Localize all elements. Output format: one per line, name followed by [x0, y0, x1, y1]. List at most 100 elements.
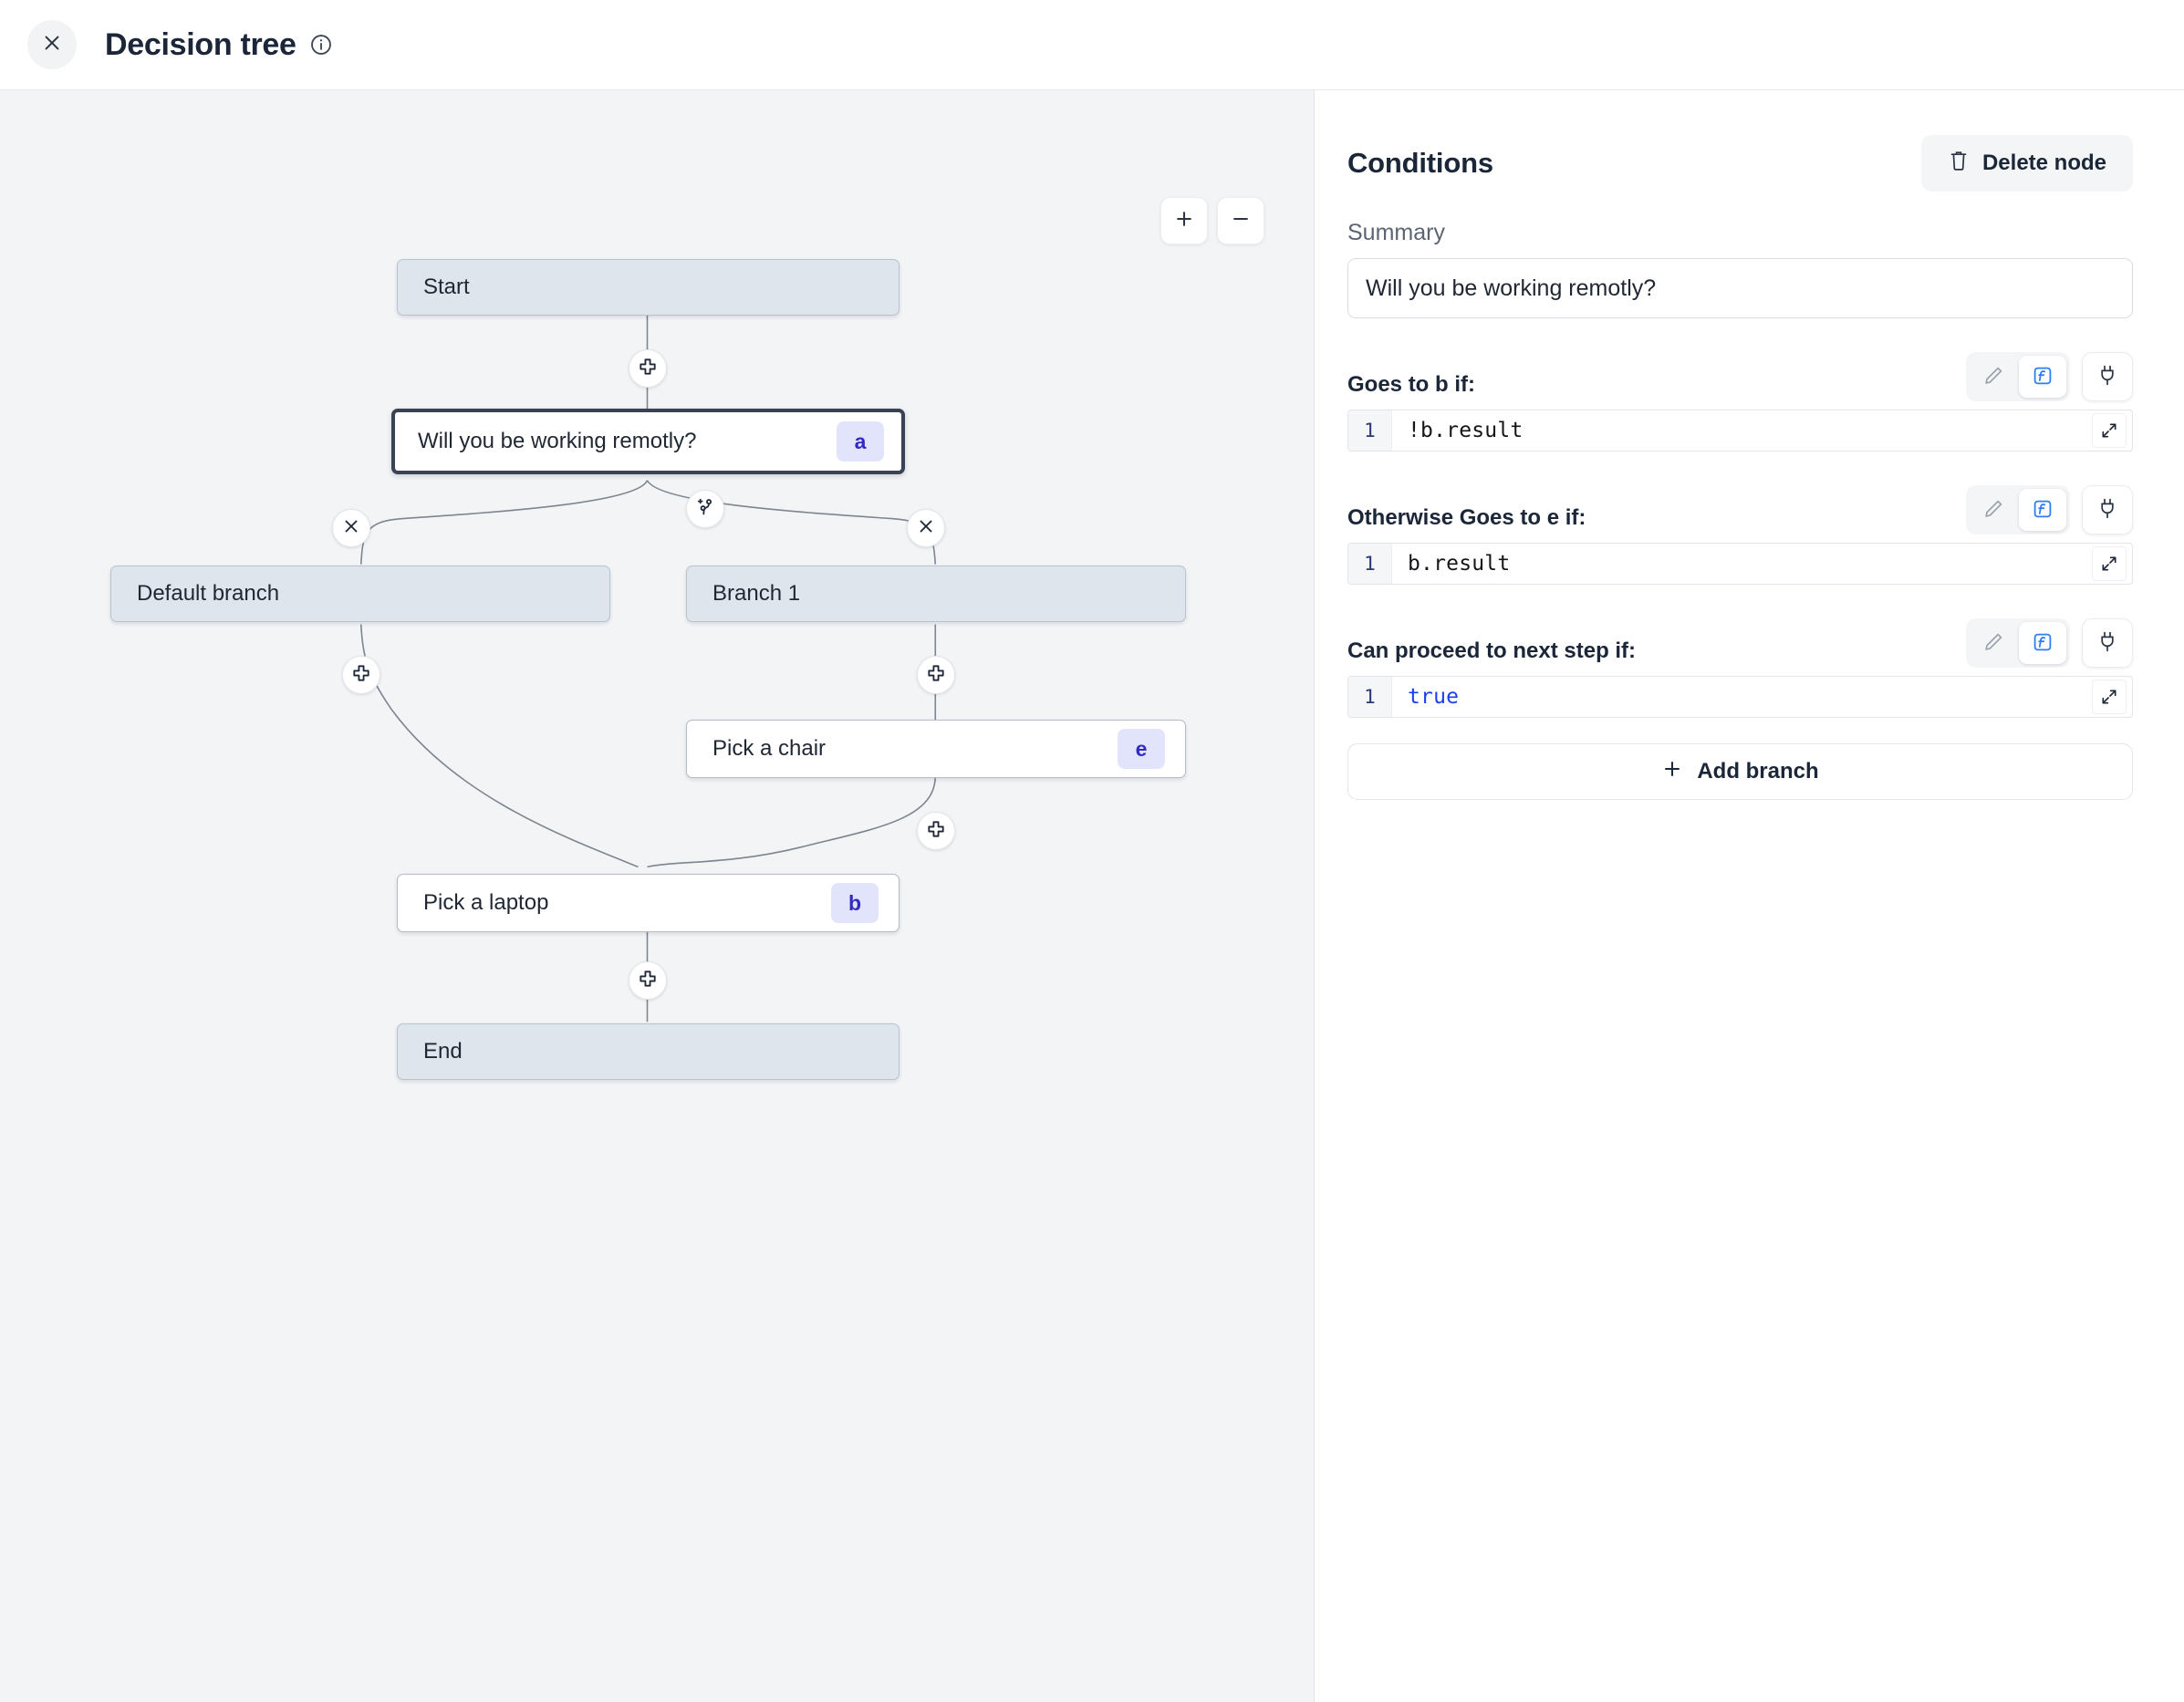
- code-editor[interactable]: 1 true: [1347, 676, 2133, 718]
- delete-node-button[interactable]: Delete node: [1920, 135, 2133, 192]
- decision-tree-graph: Start Will you be working remotly? a: [0, 90, 1314, 1702]
- line-number: 1: [1348, 677, 1392, 717]
- function-icon: [2032, 498, 2054, 523]
- close-icon: [916, 516, 936, 541]
- text-mode-button[interactable]: [1970, 489, 2017, 531]
- zoom-in-button[interactable]: [1160, 197, 1208, 244]
- plus-node-icon: [638, 969, 658, 993]
- add-node-handle-default[interactable]: [342, 656, 380, 694]
- add-node-handle-laptop[interactable]: [629, 961, 667, 1000]
- add-node-handle-branch1[interactable]: [917, 656, 955, 694]
- function-icon: [2032, 631, 2054, 656]
- node-label: Start: [423, 275, 470, 299]
- text-mode-button[interactable]: [1970, 622, 2017, 664]
- panel-header: Conditions Delete node: [1347, 135, 2133, 192]
- function-mode-button[interactable]: [2019, 489, 2066, 531]
- zoom-out-button[interactable]: [1217, 197, 1264, 244]
- trash-icon: [1948, 149, 1970, 179]
- node-label: Pick a laptop: [423, 890, 549, 915]
- minus-icon: [1231, 209, 1251, 234]
- plug-icon: [2096, 364, 2118, 390]
- code-value[interactable]: true: [1408, 685, 1460, 709]
- pencil-icon: [1982, 498, 2004, 523]
- node-badge: a: [837, 421, 884, 462]
- add-node-handle-chair[interactable]: [917, 812, 955, 850]
- editor-mode-toggle: [1966, 485, 2070, 534]
- page-title: Decision tree: [105, 26, 296, 62]
- delete-branch-handle-left[interactable]: [332, 509, 370, 547]
- node-badge: b: [831, 883, 879, 923]
- expand-editor-button[interactable]: [2092, 680, 2127, 714]
- add-branch-handle[interactable]: [686, 490, 724, 528]
- condition-label: Goes to b if:: [1347, 372, 1475, 397]
- node-pick-a-chair[interactable]: Pick a chair e: [686, 720, 1186, 778]
- node-label: Will you be working remotly?: [418, 429, 697, 453]
- code-value[interactable]: b.result: [1408, 552, 1511, 576]
- add-branch-label: Add branch: [1697, 759, 1819, 784]
- condition-block-0: Goes to b if:: [1347, 352, 2133, 451]
- node-start[interactable]: Start: [397, 259, 900, 316]
- condition-label: Otherwise Goes to e if:: [1347, 505, 1586, 530]
- info-icon[interactable]: [309, 33, 333, 57]
- summary-label: Summary: [1347, 220, 1445, 245]
- plus-node-icon: [926, 819, 946, 844]
- plus-node-icon: [638, 357, 658, 381]
- node-label: End: [423, 1039, 463, 1064]
- text-mode-button[interactable]: [1970, 356, 2017, 398]
- node-badge: e: [1118, 729, 1165, 769]
- editor-mode-toggle: [1966, 618, 2070, 668]
- add-branch-button[interactable]: Add branch: [1347, 743, 2133, 800]
- plus-icon: [1174, 209, 1194, 234]
- line-number: 1: [1348, 410, 1392, 451]
- add-node-handle-start[interactable]: [629, 349, 667, 388]
- connect-button[interactable]: [2082, 352, 2133, 401]
- code-editor[interactable]: 1 !b.result: [1347, 410, 2133, 451]
- node-default-branch[interactable]: Default branch: [110, 566, 610, 622]
- code-editor[interactable]: 1 b.result: [1347, 543, 2133, 585]
- condition-header: Can proceed to next step if:: [1347, 618, 2133, 668]
- close-icon: [42, 33, 62, 57]
- main-body: Start Will you be working remotly? a: [0, 90, 2184, 1702]
- connect-button[interactable]: [2082, 485, 2133, 534]
- node-label: Branch 1: [712, 581, 801, 606]
- expand-editor-button[interactable]: [2092, 413, 2127, 448]
- condition-tools: [1966, 618, 2133, 668]
- function-mode-button[interactable]: [2019, 622, 2066, 664]
- plug-icon: [2096, 497, 2118, 524]
- node-label: Pick a chair: [712, 736, 827, 761]
- conditions-panel: Conditions Delete node Summary Goes to b…: [1315, 90, 2184, 1702]
- pencil-icon: [1982, 631, 2004, 656]
- node-pick-a-laptop[interactable]: Pick a laptop b: [397, 874, 900, 932]
- expand-editor-button[interactable]: [2092, 546, 2127, 581]
- condition-tools: [1966, 352, 2133, 401]
- condition-header: Goes to b if:: [1347, 352, 2133, 401]
- delete-branch-handle-right[interactable]: [907, 509, 945, 547]
- function-mode-button[interactable]: [2019, 356, 2066, 398]
- node-question-a[interactable]: Will you be working remotly? a: [391, 409, 905, 474]
- code-value[interactable]: !b.result: [1408, 419, 1524, 442]
- zoom-controls: [1160, 197, 1264, 244]
- plus-icon: [1661, 758, 1683, 786]
- flow-canvas[interactable]: Start Will you be working remotly? a: [0, 90, 1315, 1702]
- pencil-icon: [1982, 365, 2004, 389]
- add-branch-icon: [695, 497, 715, 522]
- node-branch-1[interactable]: Branch 1: [686, 566, 1186, 622]
- condition-header: Otherwise Goes to e if:: [1347, 485, 2133, 534]
- summary-input[interactable]: [1347, 258, 2133, 318]
- condition-block-1: Otherwise Goes to e if:: [1347, 485, 2133, 585]
- condition-label: Can proceed to next step if:: [1347, 638, 1637, 663]
- function-icon: [2032, 365, 2054, 389]
- panel-title: Conditions: [1347, 147, 1493, 179]
- editor-mode-toggle: [1966, 352, 2070, 401]
- close-icon: [341, 516, 361, 541]
- plus-node-icon: [926, 663, 946, 688]
- app-header: Decision tree: [0, 0, 2184, 90]
- line-number: 1: [1348, 544, 1392, 584]
- condition-block-2: Can proceed to next step if:: [1347, 618, 2133, 718]
- condition-tools: [1966, 485, 2133, 534]
- plus-node-icon: [351, 663, 371, 688]
- close-button[interactable]: [27, 20, 77, 69]
- node-end[interactable]: End: [397, 1023, 900, 1080]
- connect-button[interactable]: [2082, 618, 2133, 668]
- delete-node-label: Delete node: [1981, 150, 2106, 175]
